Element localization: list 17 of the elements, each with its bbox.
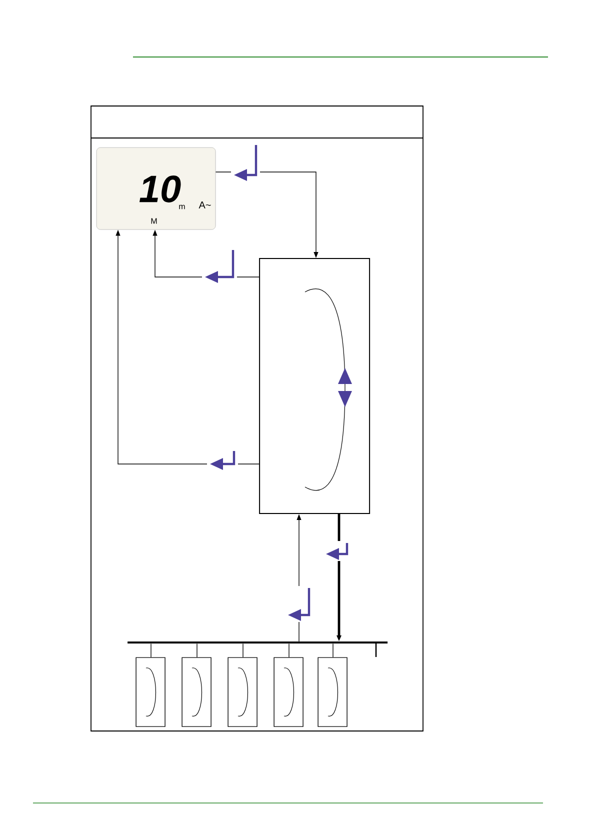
connector-line: [288, 643, 290, 658]
display-reading: 10: [139, 176, 181, 202]
connector-line: [332, 643, 334, 658]
submenu-box: [318, 657, 348, 727]
unit-label: A~: [198, 202, 211, 208]
lcd-display: [96, 147, 216, 230]
unit-prefix: m: [179, 204, 185, 210]
menu-frame: [90, 106, 424, 732]
menu-box: [259, 258, 370, 514]
submenu-box: [182, 657, 212, 727]
connector-line: [242, 643, 244, 658]
submenu-box: [136, 657, 166, 727]
connector-line: [150, 643, 152, 658]
submenu-box: [274, 657, 304, 727]
connector-line: [196, 643, 198, 658]
submenu-box: [228, 657, 258, 727]
mode-indicator: M: [151, 218, 157, 224]
